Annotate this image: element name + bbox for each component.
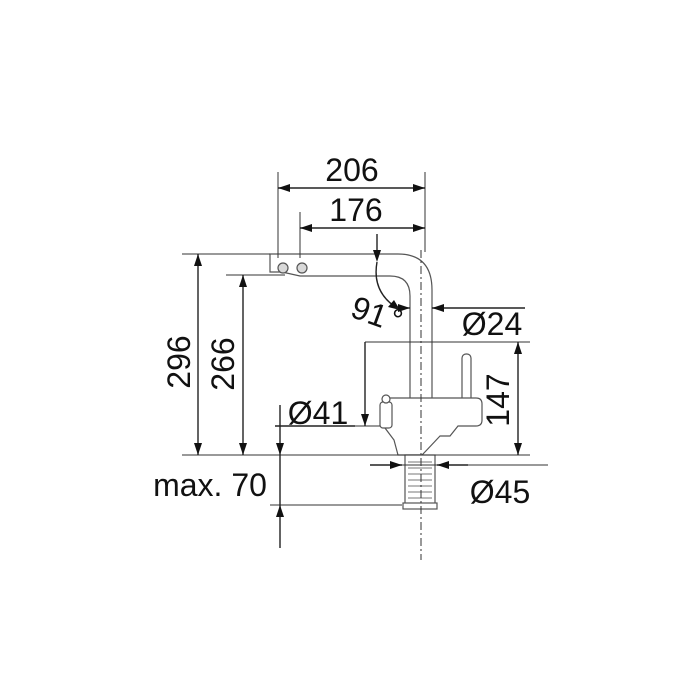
side-knob — [379, 401, 393, 429]
dim-label-206: 206 — [325, 152, 378, 188]
dim-label-176: 176 — [329, 192, 382, 228]
dim-label-degree: ° — [392, 304, 404, 337]
dim-spout-diameter: Ø24 — [395, 304, 525, 342]
dim-total-height: 296 — [161, 254, 202, 455]
dim-width-reach: 176 — [300, 192, 425, 232]
mixer-body — [384, 397, 483, 456]
extension-lines — [182, 172, 548, 560]
dim-body-diameter: Ø41 — [275, 342, 369, 431]
outlet-nozzle-left — [277, 262, 289, 274]
dim-width-overall: 206 — [278, 152, 425, 192]
dim-label-296: 296 — [161, 335, 197, 388]
dim-label-d24: Ø24 — [462, 306, 522, 342]
dim-label-d41: Ø41 — [288, 395, 348, 431]
dim-lever-height: 147 — [480, 342, 522, 455]
faucet-outline — [269, 253, 483, 510]
dim-label-266: 266 — [205, 337, 241, 390]
dim-angle: 91 ° — [346, 234, 404, 337]
thread-hatching — [408, 461, 432, 499]
dim-label-d45: Ø45 — [470, 474, 530, 510]
dim-spout-height: 266 — [205, 275, 247, 455]
knob-cap — [381, 394, 391, 404]
dim-max-thickness: max. 70 — [153, 405, 284, 548]
dim-base-diameter: Ø45 — [370, 461, 530, 510]
dim-label-max70: max. 70 — [153, 467, 267, 503]
outlet-nozzle-right — [296, 262, 308, 274]
shank-nut — [402, 502, 438, 510]
dim-label-91: 91 — [346, 289, 392, 335]
spout-head — [269, 253, 433, 401]
dim-label-147: 147 — [480, 373, 516, 426]
